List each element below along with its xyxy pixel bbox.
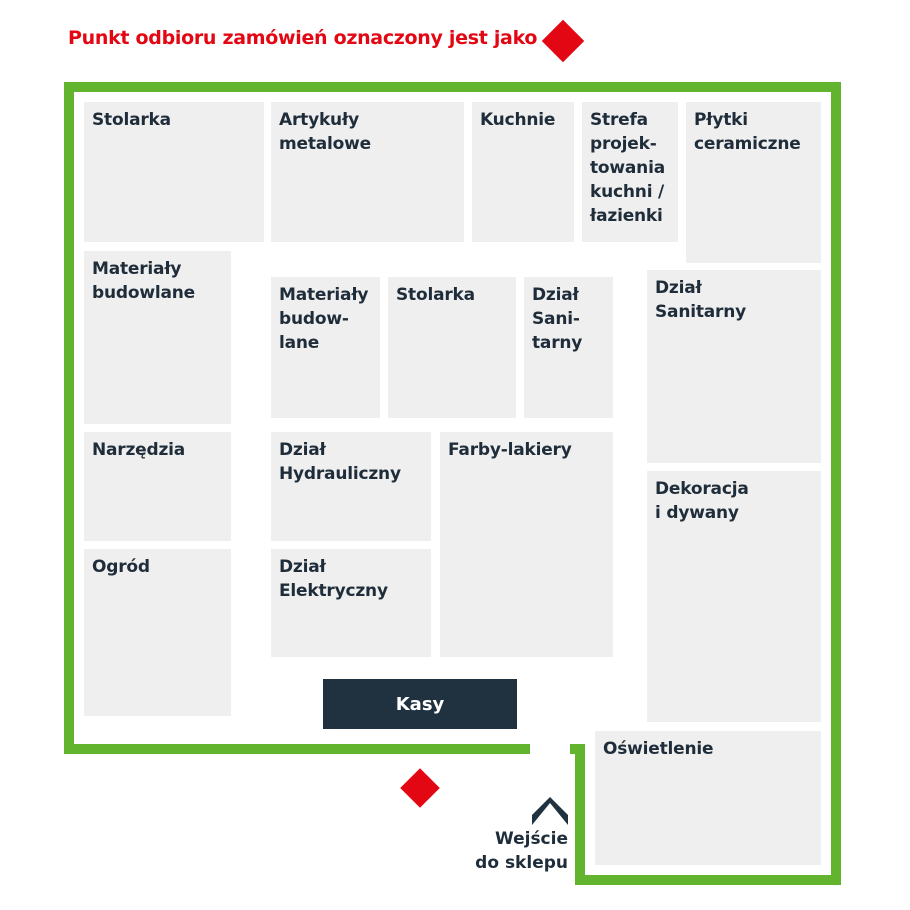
zone-ogrod: Ogród xyxy=(84,549,231,716)
zone-dekoracja-i-dywany: Dekoracja i dywany xyxy=(647,471,821,722)
wall-bottom-right xyxy=(575,875,841,885)
zone-stolarka-mid: Stolarka xyxy=(388,277,516,418)
red-diamond-icon xyxy=(400,768,440,808)
zone-dzial-sanitarny-right: Dział Sanitarny xyxy=(647,270,821,463)
zone-materialy-budowlane-left: Materiały budowlane xyxy=(84,251,231,424)
zone-narzedzia: Narzędzia xyxy=(84,432,231,541)
wall-right xyxy=(831,82,841,885)
zone-kuchnie: Kuchnie xyxy=(472,102,574,242)
checkout-kasy: Kasy xyxy=(323,679,517,729)
zone-artykuly-metalowe: Artykuły metalowe xyxy=(271,102,464,242)
zone-dzial-sanitarny-mid: Dział Sani- tarny xyxy=(524,277,613,418)
wall-top xyxy=(64,82,841,92)
red-diamond-icon xyxy=(541,19,585,63)
wall-left xyxy=(64,82,74,754)
zone-dzial-hydrauliczny: Dział Hydrauliczny xyxy=(271,432,431,541)
zone-farby-lakiery: Farby-lakiery xyxy=(440,432,613,657)
entrance-label: Wejście do sklepu xyxy=(475,829,568,873)
legend-text: Punkt odbioru zamówień oznaczony jest ja… xyxy=(68,27,538,49)
zone-oswietlenie: Oświetlenie xyxy=(595,731,821,865)
wall-bottom-left xyxy=(64,744,530,754)
zone-strefa-projektowania: Strefa projek- towania kuchni / łazienki xyxy=(582,102,678,242)
zone-dzial-elektryczny: Dział Elektryczny xyxy=(271,549,431,657)
zone-materialy-budowlane-mid: Materiały budow- lane xyxy=(271,277,380,418)
zone-stolarka-top: Stolarka xyxy=(84,102,264,242)
zone-plytki-ceramiczne: Płytki ceramiczne xyxy=(686,102,821,263)
entrance-arrow-icon xyxy=(532,797,568,825)
wall-entrance-side xyxy=(575,744,585,885)
